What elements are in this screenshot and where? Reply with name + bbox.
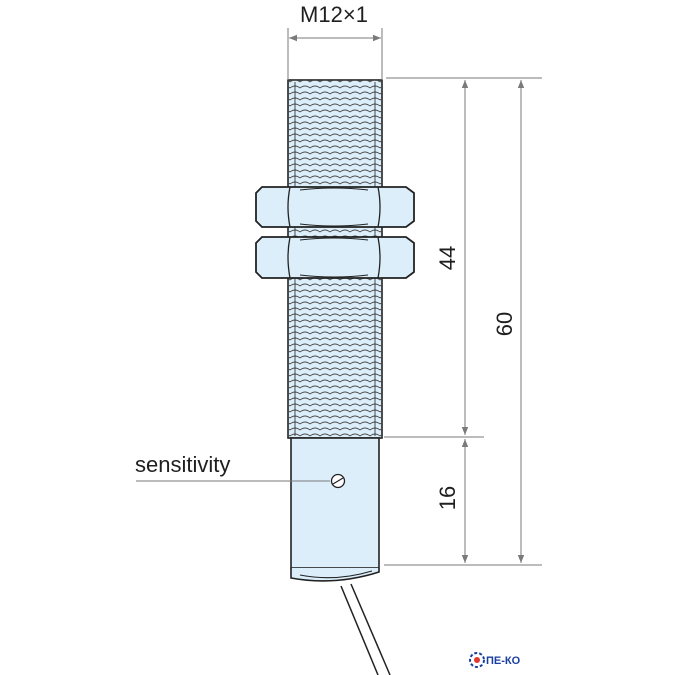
logo-text: ПЕ-КО [486, 655, 521, 667]
extension-lines [384, 77, 542, 566]
company-logo: ПЕ-КО [469, 652, 521, 668]
dim-60-label: 60 [492, 312, 517, 336]
upper-nut [255, 186, 415, 228]
thread-width-dimension: M12×1 [287, 2, 383, 80]
threaded-length-dimension: 44 [435, 80, 469, 435]
sensitivity-screw-icon [330, 473, 346, 489]
dim-44-label: 44 [435, 246, 460, 270]
cable [340, 583, 391, 675]
sensitivity-callout: sensitivity [135, 452, 330, 482]
lower-nut [255, 236, 415, 279]
sensitivity-label: sensitivity [135, 452, 230, 477]
body-length-dimension: 16 [435, 439, 469, 563]
dim-16-label: 16 [435, 486, 460, 510]
total-length-dimension: 60 [492, 80, 525, 563]
sensor-body [290, 437, 380, 582]
thread-label: M12×1 [300, 2, 368, 27]
